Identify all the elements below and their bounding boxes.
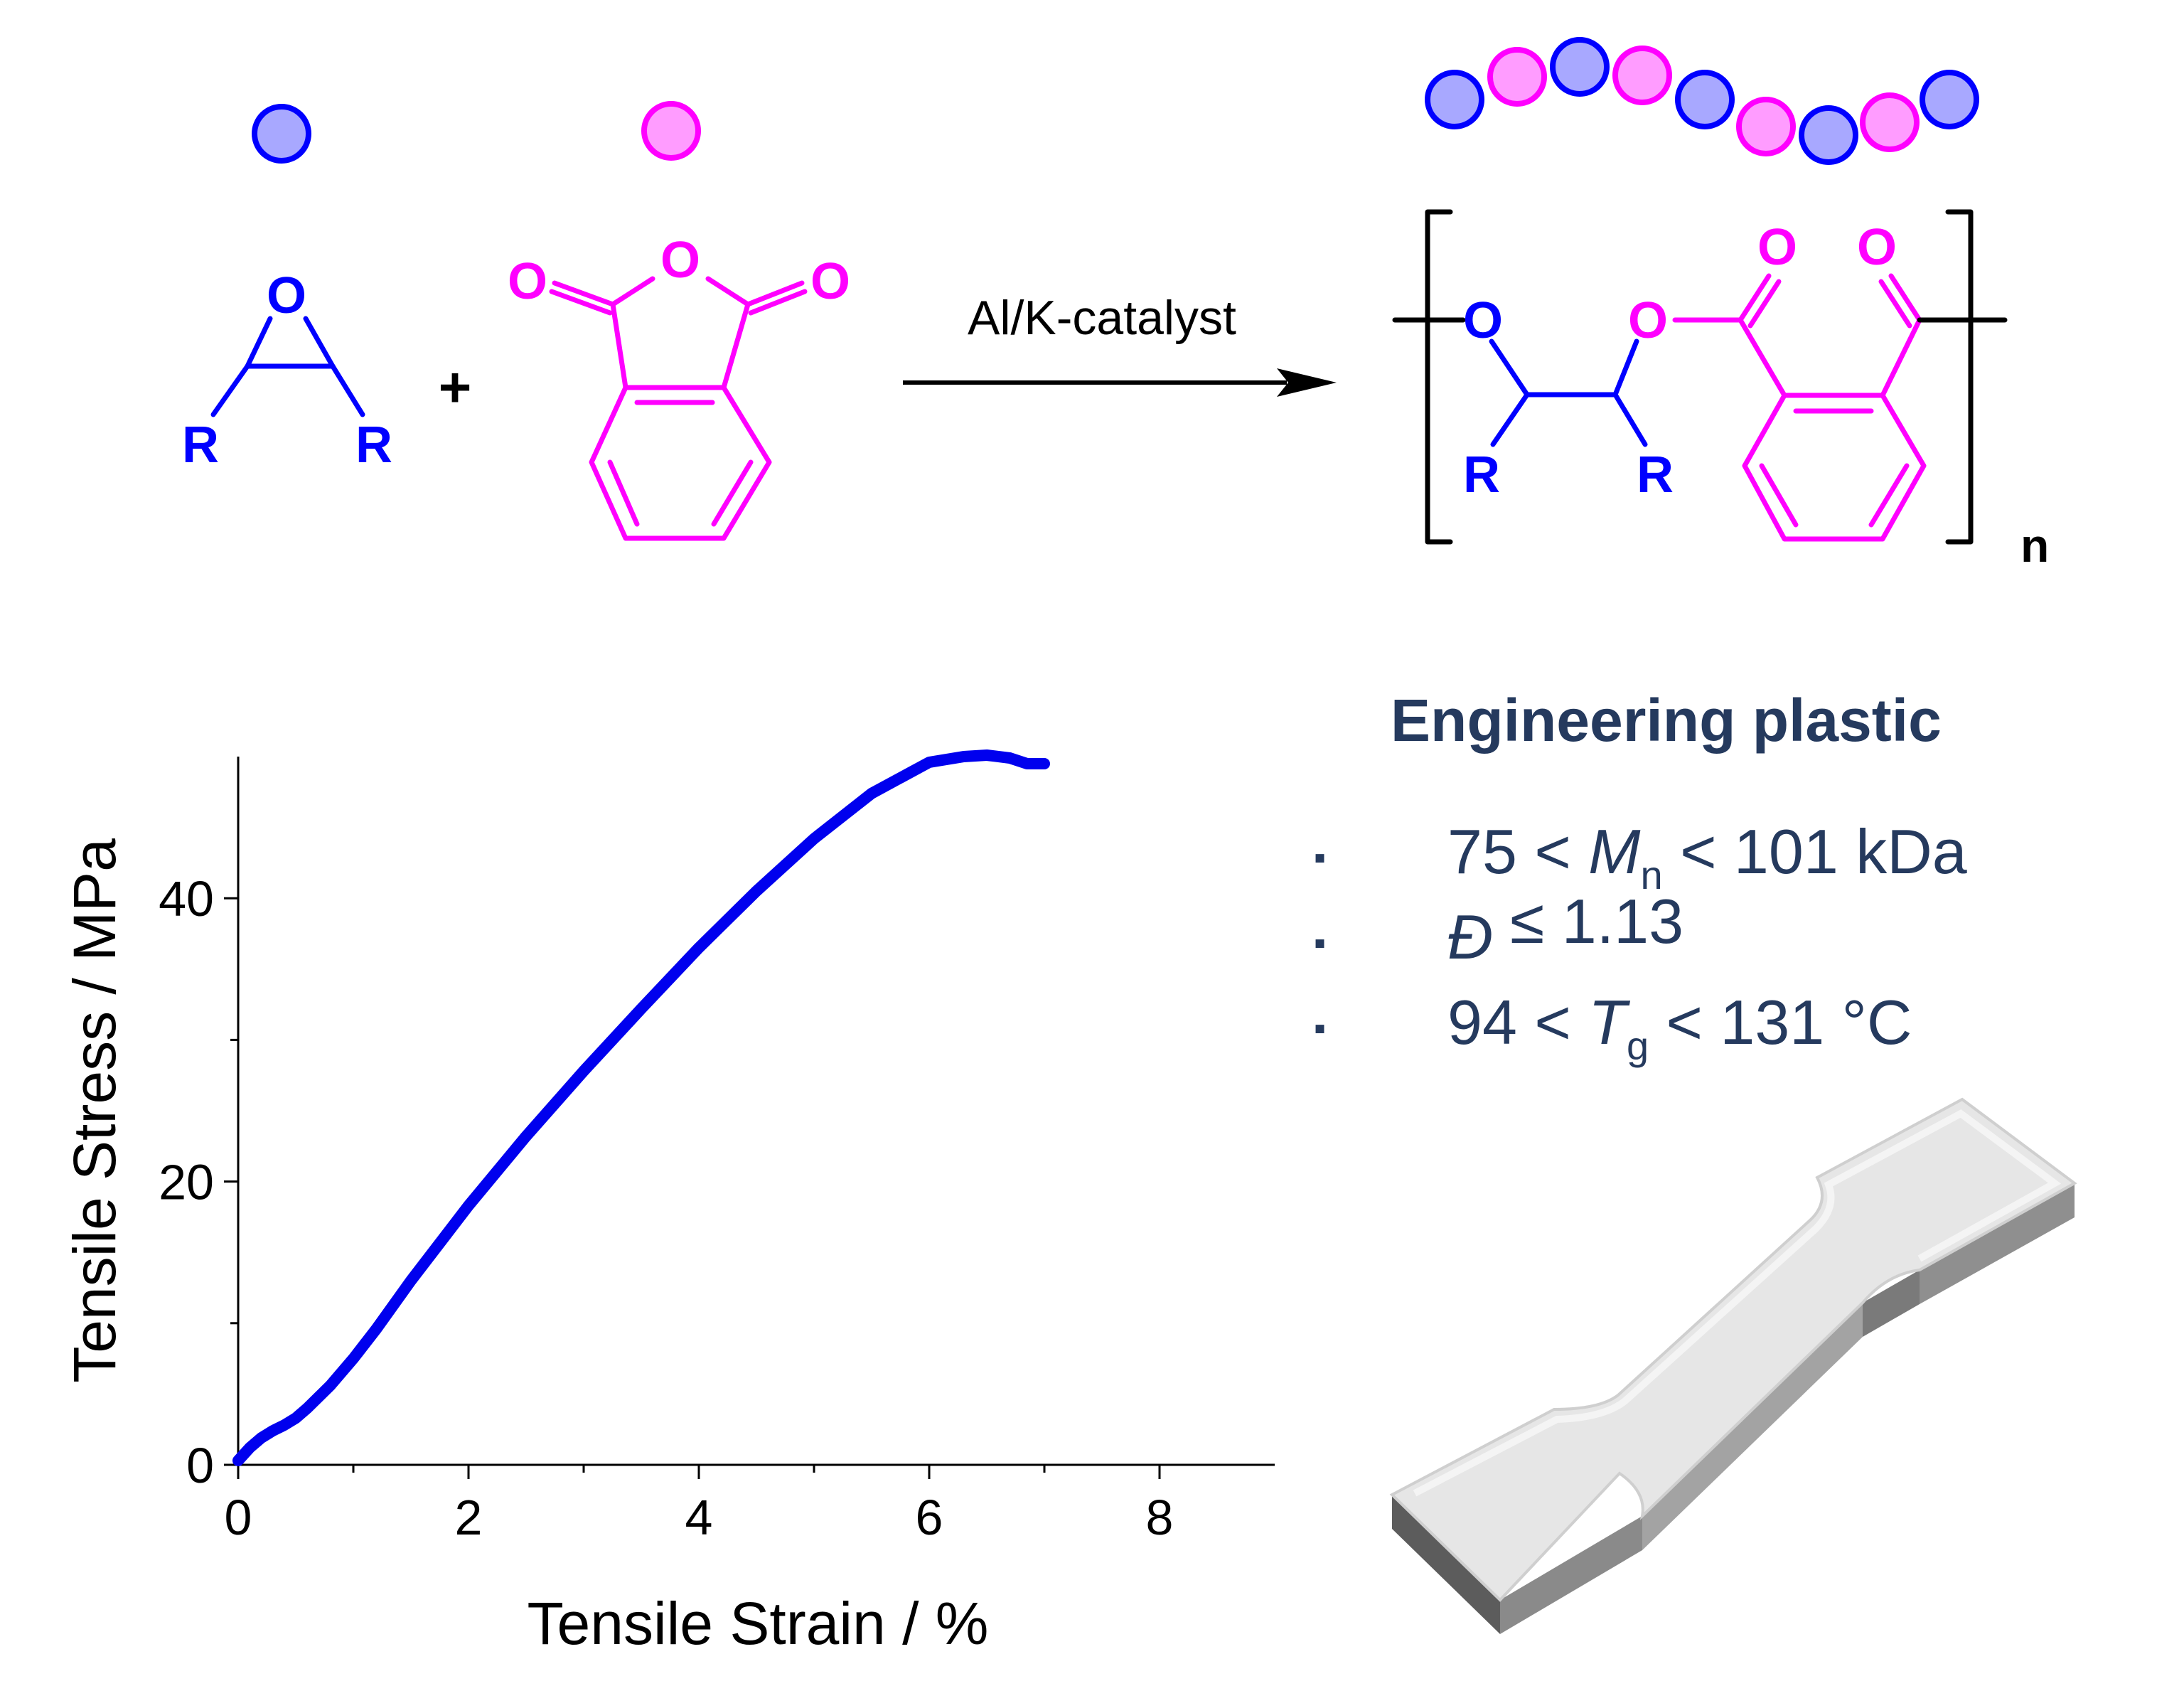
y-ticks: 0 20 40 xyxy=(159,871,238,1493)
anhydride-bead xyxy=(1487,47,1547,107)
x-ticks: 0 2 4 6 8 xyxy=(225,1465,1174,1545)
anhydride-bead xyxy=(641,101,701,161)
x-tick-label: 6 xyxy=(916,1490,943,1545)
stress-strain-curve xyxy=(232,749,1050,1466)
epoxide-oxygen: O xyxy=(267,267,306,324)
polymer-carbonyl-oxygen-left: O xyxy=(1757,219,1797,276)
bullet: ▪ xyxy=(1314,924,1326,962)
property-mn: 75 < Mn < 101 kDa xyxy=(1447,816,1967,897)
epoxide-bead xyxy=(1675,70,1735,129)
anhydride-ring-oxygen: O xyxy=(660,232,700,289)
tensile-chart: 0 2 4 6 8 0 20 40 Tensile Strain / % Tensile S… xyxy=(61,749,1275,1657)
repeat-subscript: n xyxy=(2020,519,2049,572)
anhydride-bead xyxy=(1736,97,1796,156)
reaction-scheme: O R R + O O O Al/K-catalyst xyxy=(182,37,2049,572)
epoxide-bead xyxy=(1550,37,1610,97)
polymer-structure xyxy=(1392,209,2008,545)
bead-chain xyxy=(1425,37,1979,165)
anhydride-structure xyxy=(549,276,808,541)
anhydride-oxygen-right: O xyxy=(810,253,850,310)
property-item: ▪ 94 < Tg < 131 °C xyxy=(1314,987,1912,1068)
polymer-r-right: R xyxy=(1637,447,1674,503)
x-tick-label: 0 xyxy=(225,1490,252,1545)
y-tick-label: 0 xyxy=(186,1438,214,1493)
property-item: ▪ 75 < Mn < 101 kDa xyxy=(1314,816,1967,897)
property-tg: 94 < Tg < 131 °C xyxy=(1447,987,1912,1068)
y-axis-title: Tensile Stress / MPa xyxy=(61,838,128,1383)
reaction-arrow-head xyxy=(1277,368,1337,397)
plus-sign: + xyxy=(439,356,472,419)
y-tick-label: 40 xyxy=(159,871,214,927)
epoxide-bead xyxy=(1920,70,1979,129)
properties-heading: Engineering plastic xyxy=(1391,687,1942,754)
x-tick-label: 8 xyxy=(1146,1490,1174,1545)
epoxide-bead xyxy=(1799,105,1858,165)
epoxide-r-left: R xyxy=(182,417,219,474)
anhydride-bead xyxy=(1612,46,1672,105)
epoxide-r-right: R xyxy=(355,417,392,474)
polymer-r-left: R xyxy=(1463,447,1500,503)
polymer-ether-oxygen: O xyxy=(1463,292,1503,349)
property-item: ▪ Đ ≤ 1.13 xyxy=(1314,886,1684,972)
anhydride-oxygen-left: O xyxy=(508,253,547,310)
properties-panel: Engineering plastic ▪ 75 < Mn < 101 kDa … xyxy=(1314,687,1967,1068)
polymer-carbonyl-oxygen-right: O xyxy=(1857,219,1897,276)
polymer-ester-oxygen: O xyxy=(1628,292,1668,349)
anhydride-bead xyxy=(1860,92,1920,152)
dogbone-specimen-icon xyxy=(1389,1097,2077,1634)
x-axis-title: Tensile Strain / % xyxy=(528,1590,989,1657)
x-tick-label: 4 xyxy=(685,1490,713,1545)
epoxide-bead xyxy=(1425,70,1484,129)
bullet: ▪ xyxy=(1314,839,1326,877)
property-dispersity: Đ ≤ 1.13 xyxy=(1447,886,1684,972)
x-tick-label: 2 xyxy=(455,1490,483,1545)
epoxide-structure xyxy=(210,316,365,417)
catalyst-label: Al/K-catalyst xyxy=(968,291,1236,345)
bullet: ▪ xyxy=(1314,1010,1326,1047)
y-tick-label: 20 xyxy=(159,1155,214,1210)
epoxide-bead xyxy=(252,104,311,164)
